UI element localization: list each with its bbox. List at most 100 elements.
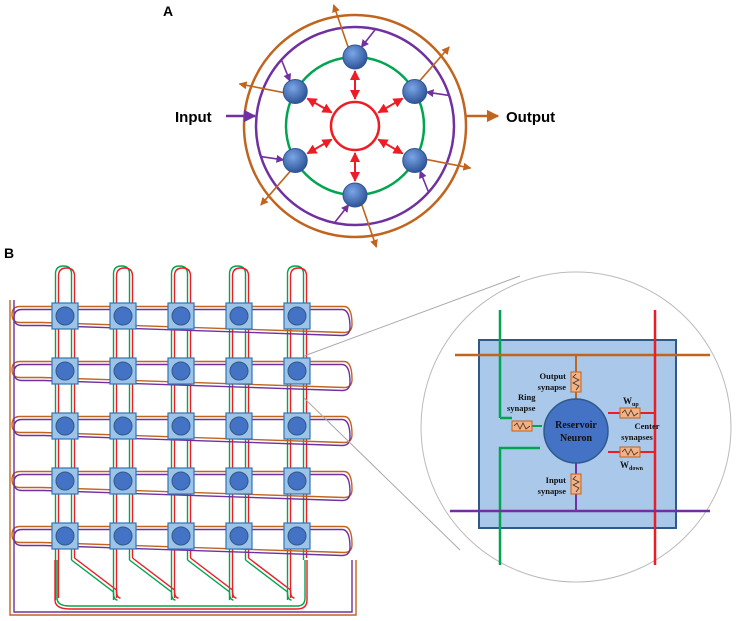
grid-cell: [167, 467, 195, 495]
grid-neuron: [55, 471, 75, 491]
center-synapses-label-line2: synapses: [621, 432, 653, 442]
green-wire-lower: [498, 446, 540, 565]
purple-return-wire: [13, 300, 353, 613]
center-arrow: [377, 97, 404, 114]
reservoir-neuron-5: [282, 148, 308, 173]
grid-neuron: [229, 471, 249, 491]
input-connection-arrow: [333, 204, 350, 224]
grid-neuron: [55, 306, 75, 326]
red-return-wire: [54, 560, 308, 610]
center-connections: [306, 70, 404, 182]
grid-cell: [225, 522, 253, 550]
output-connection-arrow: [424, 158, 472, 171]
ring-synapse-label-line2: synapse: [507, 403, 536, 413]
grid-cell: [167, 412, 195, 440]
center-arrow: [306, 97, 333, 114]
input-label: Input: [175, 109, 212, 126]
panel-b-label: B: [4, 245, 14, 261]
grid-cell: [51, 412, 79, 440]
input-connection-arrow: [418, 170, 430, 193]
grid-cell: [167, 357, 195, 385]
reservoir-neuron-6: [282, 79, 308, 104]
grid-wiring: [9, 265, 357, 616]
output-synapse-label-line2: synapse: [538, 382, 567, 392]
reservoir-neuron-3: [402, 148, 428, 173]
w-up-synapse: [619, 407, 641, 419]
grid-neuron: [229, 526, 249, 546]
grid-cell: [167, 522, 195, 550]
zoom-detail: Reservoir Neuron: [420, 271, 732, 583]
outer-orange-ring: [242, 13, 468, 239]
output-connection-arrow: [332, 4, 350, 50]
grid-cell: [51, 357, 79, 385]
grid-neuron: [113, 471, 133, 491]
w-down-label: Wdown: [620, 460, 644, 472]
grid-neuron: [287, 416, 307, 436]
reservoir-neurons: [282, 44, 428, 208]
ring-synapse-label-line1: Ring: [518, 392, 536, 402]
grid-neuron: [171, 306, 191, 326]
zoom-line-top: [303, 275, 521, 357]
grid-cell: [283, 302, 311, 330]
ring-connections: [238, 4, 472, 248]
center-synapses-label-line1: Center: [634, 421, 659, 431]
grid-cell: [283, 357, 311, 385]
red-column-wire: [115, 267, 134, 598]
grid-neuron: [171, 416, 191, 436]
panel-a: A Input Output: [163, 3, 555, 248]
panel-a-label: A: [163, 3, 173, 19]
reservoir-neuron: [543, 398, 609, 464]
grid-cell: [283, 467, 311, 495]
neuron-label-line1: Reservoir: [555, 420, 597, 431]
grid-neuron: [55, 416, 75, 436]
grid-cell: [109, 522, 137, 550]
input-synapse-label-line1: Input: [546, 475, 566, 485]
panel-b: B Reservoir: [4, 245, 732, 616]
input-synapse-label-line2: synapse: [538, 486, 567, 496]
output-synapse: [570, 371, 582, 393]
output-label: Output: [506, 109, 555, 126]
green-diagonal-wire: [129, 559, 176, 601]
grid-cell: [283, 412, 311, 440]
grid-cell: [109, 412, 137, 440]
input-connection-arrow: [260, 154, 285, 163]
grid-cell: [225, 467, 253, 495]
neuron-grid: [51, 302, 311, 550]
grid-cell: [109, 467, 137, 495]
grid-cell: [225, 302, 253, 330]
zoom-line-bottom: [303, 397, 461, 551]
output-connection-arrow: [417, 46, 450, 83]
grid-neuron: [55, 526, 75, 546]
red-column-wire: [57, 267, 76, 598]
grid-neuron: [171, 471, 191, 491]
input-connection-arrow: [280, 59, 292, 82]
grid-cell: [51, 467, 79, 495]
grid-cell: [225, 357, 253, 385]
green-column-wire: [170, 265, 189, 600]
center-arrow: [306, 138, 333, 155]
reservoir-neuron-4: [342, 182, 368, 208]
grid-neuron: [229, 361, 249, 381]
green-diagonal-wire: [245, 559, 292, 601]
grid-cell: [109, 357, 137, 385]
green-diagonal-wire: [187, 559, 234, 601]
grid-neuron: [113, 416, 133, 436]
grid-neuron: [287, 471, 307, 491]
green-column-wire: [54, 265, 73, 600]
grid-neuron: [229, 416, 249, 436]
grid-neuron: [287, 361, 307, 381]
green-diagonal-wire: [71, 559, 118, 601]
reservoir-neuron-1: [342, 44, 368, 70]
grid-neuron: [113, 306, 133, 326]
purple-ring: [254, 25, 456, 227]
red-column-wire: [231, 267, 250, 598]
w-up-label: Wup: [623, 396, 639, 408]
output-connection-arrow: [360, 202, 378, 248]
grid-neuron: [171, 361, 191, 381]
output-synapse-label-line1: Output: [540, 371, 567, 381]
output-connection-arrow: [238, 81, 286, 94]
input-connection-arrow: [360, 28, 377, 48]
output-connection-arrow: [260, 169, 293, 206]
input-connection-arrow: [425, 89, 450, 98]
